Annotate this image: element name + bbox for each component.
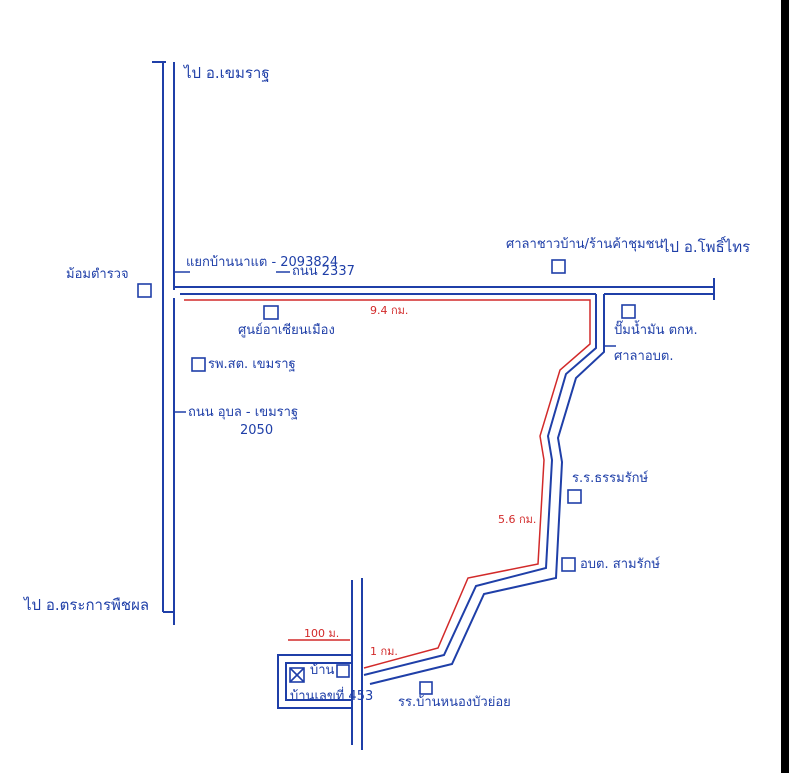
leader-lines	[174, 271, 616, 413]
label-distance-small: 1 กม.	[370, 645, 398, 658]
label-road-2050: ถนน อุบล - เขมราฐ	[188, 405, 299, 420]
label-school-top: ศาลาชาวบ้าน/ร้านค้าชุมชน	[506, 237, 664, 252]
marker-obt	[561, 557, 576, 572]
road-2337	[174, 278, 715, 300]
label-junction: แยกบ้านนาแต - 2093824	[186, 255, 339, 270]
marker-left	[137, 283, 152, 298]
label-distance-mid: 5.6 กม.	[498, 513, 537, 526]
marker-school-mid	[567, 489, 582, 504]
label-home: บ้าน	[310, 663, 335, 678]
road-branch	[363, 294, 605, 685]
label-obt: อบต. สามรักษ์	[580, 557, 660, 572]
label-gas-station-2: ศาลาอบต.	[614, 349, 674, 364]
route-line	[184, 299, 591, 669]
marker-gas	[621, 304, 636, 319]
marker-temple	[263, 305, 279, 320]
road-north-south	[152, 61, 175, 625]
marker-home	[289, 667, 305, 683]
marker-hospital	[191, 357, 206, 372]
label-distance-lane: 100 ม.	[304, 627, 340, 640]
label-hospital: รพ.สต. เขมราฐ	[208, 357, 296, 372]
label-distance-top: 9.4 กม.	[370, 304, 409, 317]
label-to-top: ไป อ.เขมราฐ	[184, 64, 270, 82]
place-markers	[137, 259, 636, 695]
road-home-lane	[277, 578, 363, 750]
label-to-bottom-left: ไป อ.ตระการพืชผล	[24, 596, 150, 614]
marker-school-bottom	[419, 681, 433, 695]
label-to-right: ไป อ.โพธิ์ไทร	[662, 238, 751, 256]
label-home-address: บ้านเลขที่ 453	[290, 689, 374, 704]
label-school-mid: ร.ร.ธรรมรักษ์	[572, 471, 649, 486]
marker-home-side	[336, 664, 350, 678]
label-school-bottom: รร.บ้านหนองบัวย่อย	[398, 695, 511, 710]
label-left-marker: ม้อมตำรวจ	[66, 267, 129, 282]
label-gas-station: ปั๊มน้ำมัน ตกห.	[614, 323, 698, 338]
label-road-2050-number: 2050	[240, 423, 274, 438]
label-road-2337: ถนน 2337	[292, 264, 355, 279]
label-temple: ศูนย์อาเซียนเมือง	[238, 323, 335, 338]
scan-edge	[781, 0, 789, 773]
marker-school-top	[551, 259, 566, 274]
